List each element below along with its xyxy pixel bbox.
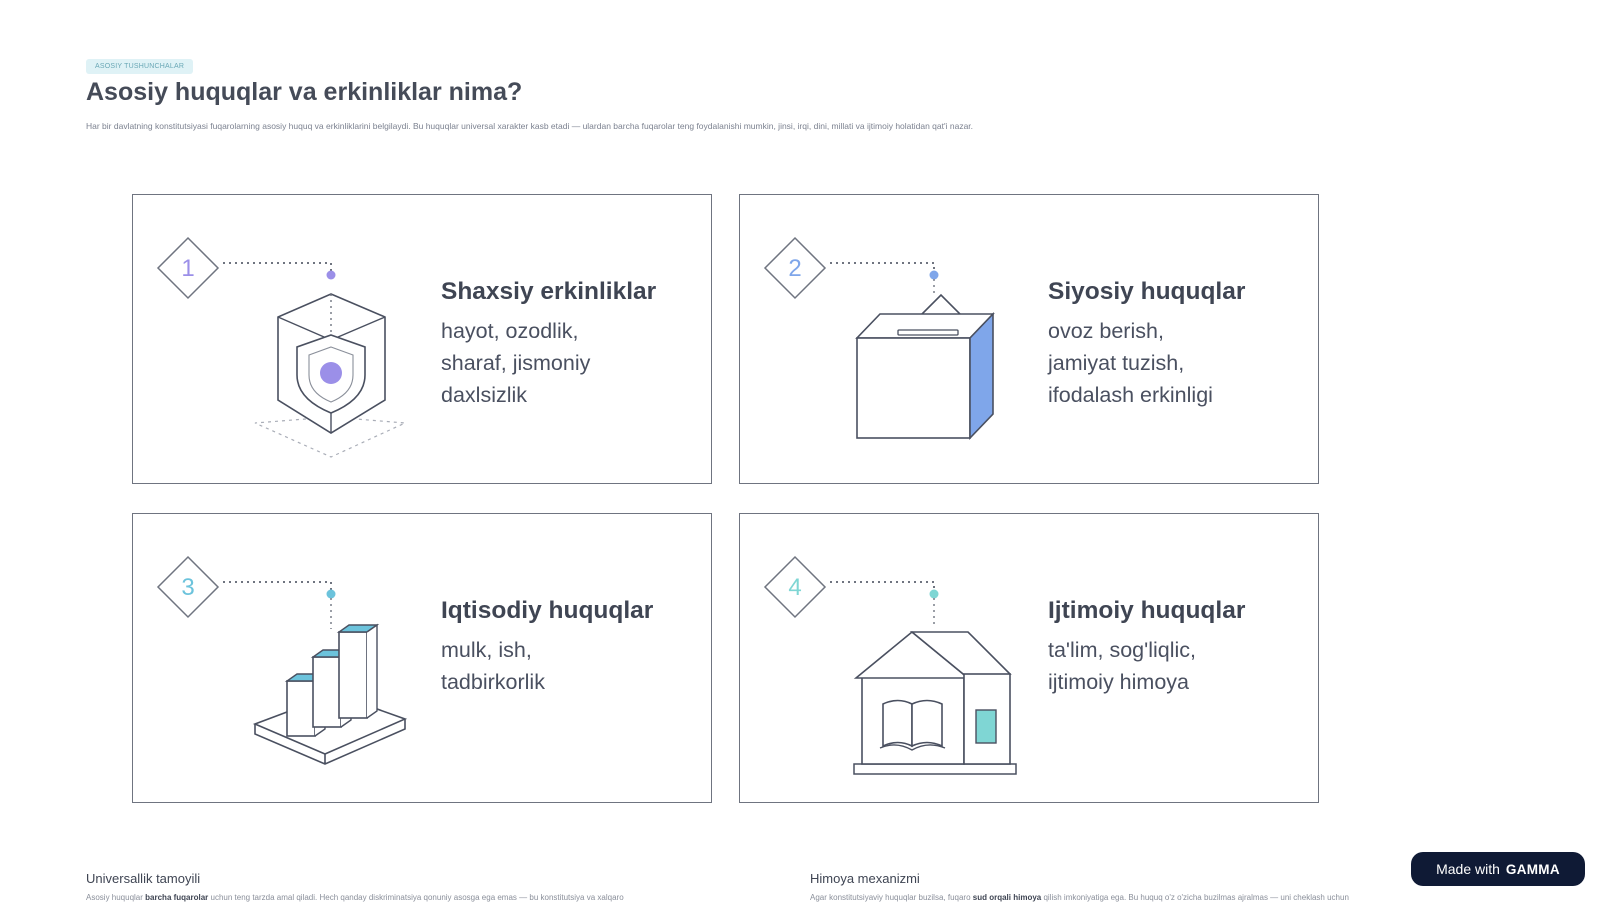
card-number: 3 [181,574,194,601]
gamma-logo: GAMMA [1505,861,1560,877]
card-number: 2 [788,255,801,282]
badge-prefix: Made with [1436,861,1500,877]
card-political-rights: 2 Siyosiy huquqlar ovoz berish, jamiyat … [739,194,1319,484]
section-universality-title: Universallik tamoyili [86,871,201,886]
card-illustration: 2 [763,236,995,440]
card-title: Iqtisodiy huquqlar [441,597,654,624]
card-economic-rights: 3 Iqtisodiy huquqlar mulk, ish, tadbirko… [132,513,712,803]
shield-cube-icon [254,293,408,458]
card-title: Siyosiy huquqlar [1048,278,1246,305]
section-protection-title: Himoya mexanizmi [810,871,920,886]
card-description: mulk, ish, tadbirkorlik [441,638,545,694]
page-subtitle: Har bir davlatning konstitutsiyasi fuqar… [86,121,974,131]
card-illustration: 3 [156,555,408,765]
house-book-icon [853,598,1017,775]
card-title: Shaxsiy erkinliklar [441,278,657,305]
number-diamond: 1 [156,236,220,300]
number-diamond: 2 [763,236,827,300]
number-diamond: 4 [763,555,827,619]
card-title: Ijtimoiy huquqlar [1048,597,1246,624]
made-with-gamma-button[interactable]: Made with GAMMA [1411,852,1585,886]
card-description: ovoz berish, jamiyat tuzish, ifodalash e… [1048,319,1213,407]
card-number: 1 [181,255,194,282]
bar-chart-icon [252,598,408,765]
ballot-box-icon [855,279,995,440]
section-protection-text: Agar konstitutsiyaviy huquqlar buzilsa, … [810,893,1349,902]
section-universality-text: Asosiy huquqlar barcha fuqarolar uchun t… [86,893,624,902]
card-personal-freedoms: 1 Shaxsiy erkinliklar hayot, ozodlik, sh… [132,194,712,484]
page-title: Asosiy huquqlar va erkinliklar nima? [86,78,523,106]
number-diamond: 3 [156,555,220,619]
card-number: 4 [788,574,801,601]
section-tag: Asosiy tushunchalar [86,59,194,74]
card-social-rights: 4 Ijtimoiy huquqlar ta'lim, sog'liqlic, … [739,513,1319,803]
card-illustration: 1 [156,236,408,458]
card-description: hayot, ozodlik, sharaf, jismoniy daxlsiz… [441,319,591,407]
card-description: ta'lim, sog'liqlic, ijtimoiy himoya [1048,638,1197,694]
card-illustration: 4 [763,555,1017,775]
